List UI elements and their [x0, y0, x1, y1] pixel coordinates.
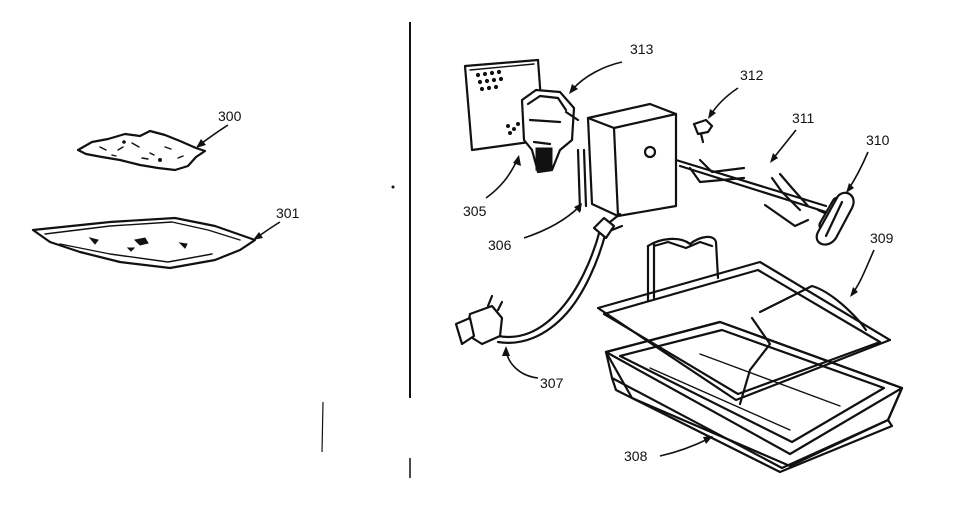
- callout-311: 311: [792, 110, 815, 126]
- callout-305: 305: [463, 203, 487, 219]
- callout-308: 308: [624, 448, 648, 464]
- leader-lines: [196, 61, 875, 457]
- part-301-flat-tray: [31, 216, 257, 270]
- part-313-bracket: [520, 88, 580, 174]
- callout-301: 301: [276, 205, 300, 221]
- callout-312: 312: [740, 67, 764, 83]
- part-307-power-cord: [454, 212, 624, 346]
- part-309-wire-rack: [596, 235, 892, 406]
- callout-307: 307: [540, 375, 564, 391]
- part-308-drip-pan: [604, 320, 904, 474]
- part-310-handle: [815, 191, 855, 246]
- callout-310: 310: [866, 132, 890, 148]
- callout-300: 300: [218, 108, 242, 124]
- part-300-foil-liner: [76, 129, 207, 172]
- callout-309: 309: [870, 230, 894, 246]
- callout-306: 306: [488, 237, 512, 253]
- stray-dot: [391, 185, 395, 189]
- part-306-motor-housing: [576, 102, 678, 218]
- callout-313: 313: [630, 41, 654, 57]
- stray-mark: [321, 401, 324, 453]
- part-311-spit-rod: [674, 158, 828, 228]
- part-312-screw: [692, 118, 714, 144]
